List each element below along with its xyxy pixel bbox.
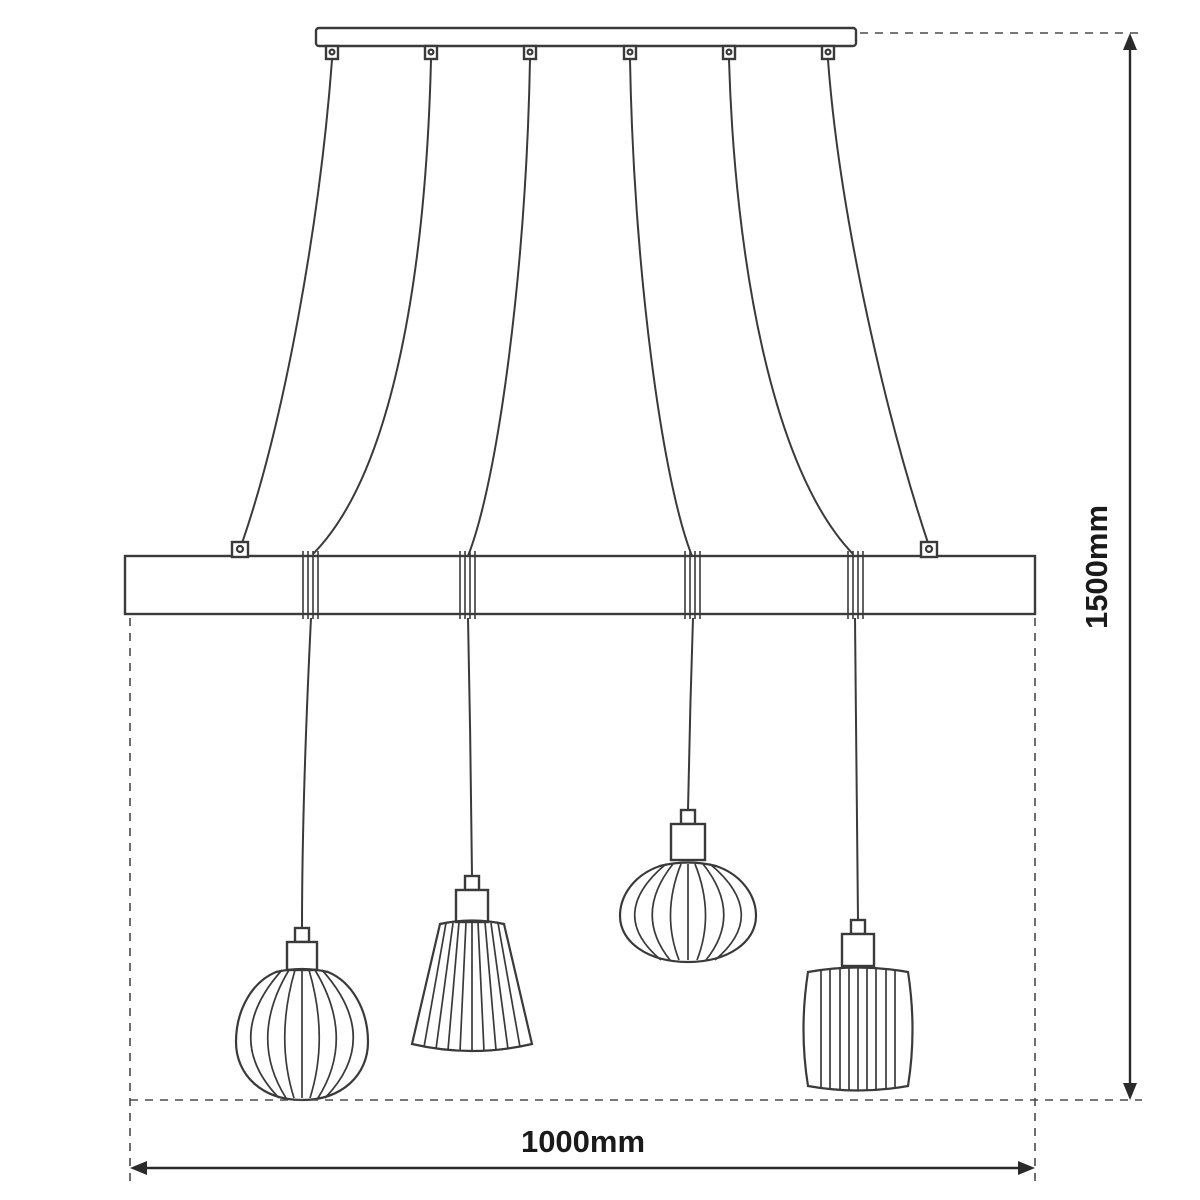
suspension-wire [728, 59, 854, 555]
cage-outline [802, 966, 914, 1092]
suspension-wire [827, 59, 930, 547]
beam-bracket-left [230, 540, 250, 559]
lamp-socket [669, 808, 707, 862]
arrow-left-icon [130, 1161, 147, 1175]
wire-connector [522, 44, 538, 61]
cage-ribs [249, 969, 355, 1099]
cage-ribs [423, 921, 521, 1052]
wire-wrap [684, 551, 701, 619]
pendant-cord [467, 617, 473, 877]
pendant-lamp-drum [802, 918, 914, 1092]
width-dimension: 1000mm [130, 1124, 1035, 1175]
pendant-cords [301, 617, 859, 929]
wire-wrap [847, 551, 864, 619]
canopy-bar [314, 26, 858, 48]
width-dimension-label: 1000mm [521, 1124, 645, 1159]
suspension-wire [629, 59, 693, 557]
lamp-socket [285, 926, 319, 972]
pendant-lamp-globe [234, 926, 370, 1102]
suspension-wires [240, 59, 930, 557]
cage-outline [410, 919, 534, 1053]
ceiling-mount-bar [314, 26, 858, 61]
lamp-socket [454, 874, 490, 924]
wire-wrap [459, 551, 476, 619]
beam-body [123, 554, 1037, 616]
pendant-lamp-round [618, 808, 758, 964]
wire-wrap [302, 551, 319, 619]
mount-connectors [324, 44, 836, 61]
beam-bracket-right [919, 540, 939, 559]
cage-ribs [633, 863, 743, 961]
extension-lines [129, 32, 1142, 1188]
wire-connector [324, 44, 340, 61]
pendant-cord [301, 617, 312, 929]
lamp-socket [840, 918, 876, 968]
arrow-right-icon [1018, 1161, 1035, 1175]
wooden-beam [123, 540, 1037, 619]
cage-outline [618, 861, 758, 964]
height-dimension-label: 1500mm [1079, 505, 1114, 629]
wire-connector [820, 44, 836, 61]
suspension-wire [240, 59, 333, 547]
pendant-cord [687, 617, 694, 811]
wire-connector [721, 44, 737, 61]
pendant-lamp-cone [410, 874, 534, 1053]
pendant-cord [854, 617, 859, 921]
suspension-wire [312, 59, 432, 555]
arrow-up-icon [1123, 33, 1137, 50]
cage-ribs [820, 967, 896, 1091]
cage-outline [234, 967, 370, 1102]
wire-connector [423, 44, 439, 61]
arrow-down-icon [1123, 1083, 1137, 1100]
wire-connector [622, 44, 638, 61]
wire-wraps [302, 551, 864, 619]
suspension-wire [467, 59, 531, 557]
height-dimension: 1500mm [1079, 33, 1137, 1100]
